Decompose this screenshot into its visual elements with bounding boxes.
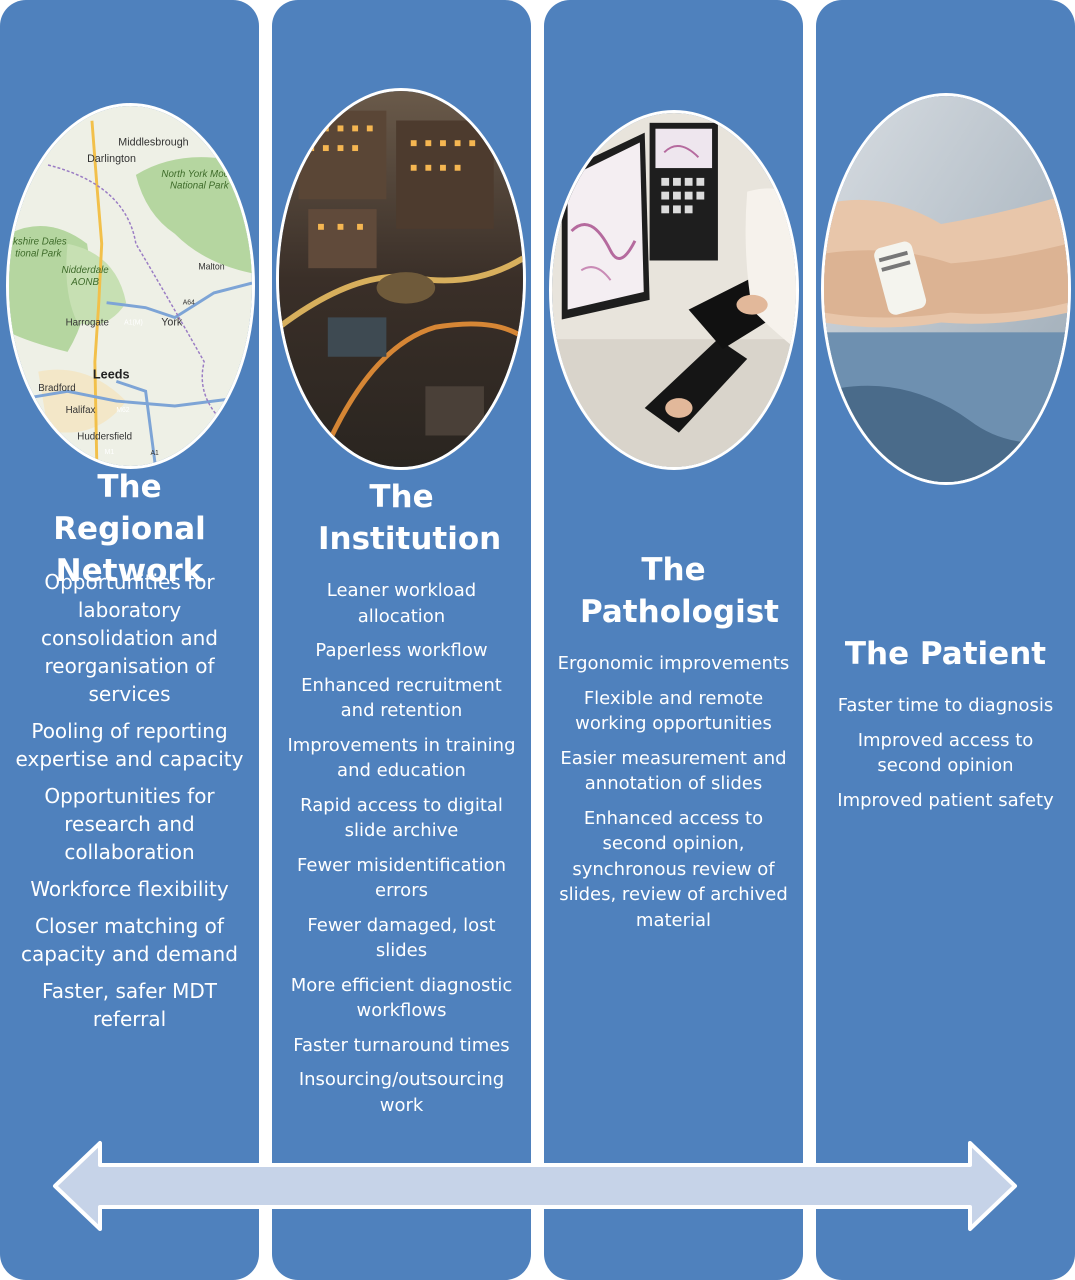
patient-wristband-image — [821, 93, 1071, 485]
benefit-item: Leaner workload allocation — [326, 580, 477, 627]
column-title: The Pathologist — [580, 552, 780, 630]
map-label-north-york-moors-box: North York Moors National Park — [161, 168, 238, 192]
benefit-item: Improvements in training and education — [287, 734, 516, 782]
benefit-item: Enhanced recruitment and retention — [301, 674, 502, 722]
benefit-item: Fewer misidentification errors — [297, 854, 506, 902]
benefit-item: Enhanced access to second opinion, synch… — [559, 807, 788, 931]
benefit-item: Easier measurement and annotation of sli… — [560, 747, 787, 795]
map-label-halifax: Halifax — [66, 405, 96, 416]
map-label-harrogate: Harrogate — [66, 317, 109, 328]
benefit-item: More efficient diagnostic workflows — [290, 974, 513, 1022]
map-label-middlesbrough: Middlesbrough — [118, 136, 188, 148]
benefit-item: Pooling of reporting expertise and capac… — [15, 719, 244, 771]
map-label-dales-box: rkshire Dales tional Park — [9, 236, 67, 260]
column-title: The Institution — [318, 479, 502, 557]
institution-city-image — [276, 88, 526, 470]
map-label-north-york-moors: North York Moors National Park — [161, 168, 238, 192]
map-label-a1: A1 — [151, 450, 160, 457]
benefit-item: Faster turnaround times — [293, 1034, 510, 1056]
regional-map-image: Middlesbrough Darlington North York Moor… — [6, 103, 255, 469]
map-label-darlington: Darlington — [87, 153, 136, 165]
benefit-item: Opportunities for research and collabora… — [44, 784, 215, 864]
benefit-list: Opportunities for laboratory consolidati… — [12, 568, 247, 1042]
workstation-illustration — [552, 113, 796, 467]
benefit-item: Workforce flexibility — [30, 877, 229, 901]
map-label-leeds: Leeds — [93, 366, 130, 381]
wristband-illustration — [824, 96, 1068, 482]
map-label-m62: M62 — [116, 407, 129, 414]
map-label-a64: A64 — [183, 300, 195, 307]
benefit-item: Ergonomic improvements — [557, 653, 790, 674]
column-title: The Regional Network — [53, 469, 206, 589]
column-title: The Patient — [844, 636, 1047, 672]
column-regional-network: Middlesbrough Darlington North York Moor… — [0, 0, 259, 1280]
benefit-item: Rapid access to digital slide archive — [300, 794, 503, 842]
benefit-list: Ergonomic improvements Flexible and remo… — [556, 651, 791, 942]
benefit-item: Closer matching of capacity and demand — [21, 914, 238, 966]
benefit-item: Insourcing/outsourcing work — [298, 1069, 505, 1116]
column-institution: The Institution Leaner workload allocati… — [272, 0, 531, 1280]
map-label-a1m: A1(M) — [124, 319, 143, 326]
map-label-bradford: Bradford — [38, 383, 75, 394]
benefit-item: Improved patient safety — [837, 789, 1054, 811]
benefit-list: Faster time to diagnosis Improved access… — [828, 693, 1063, 822]
column-pathologist: The Pathologist Ergonomic improvements F… — [544, 0, 803, 1280]
benefit-item: Faster time to diagnosis — [837, 695, 1054, 716]
map-label-malton: Malton — [198, 261, 224, 271]
map-label-dales: rkshire Dales tional Park — [9, 236, 67, 260]
map-label-york: York — [161, 316, 183, 328]
map-label-huddersfield: Huddersfield — [77, 431, 132, 442]
benefit-item: Flexible and remote working opportunitie… — [575, 687, 772, 735]
benefit-item: Improved access to second opinion — [857, 729, 1034, 777]
benefit-item: Opportunities for laboratory consolidati… — [41, 570, 218, 706]
pathologist-workstation-image — [549, 110, 799, 470]
map-label-nidderdale-box: Nidderdale AONB — [61, 265, 109, 288]
city-illustration — [279, 91, 523, 467]
benefit-item: Paperless workflow — [315, 640, 488, 661]
map-illustration: Middlesbrough Darlington North York Moor… — [9, 106, 252, 466]
column-patient: The Patient Faster time to diagnosis Imp… — [816, 0, 1075, 1280]
map-label-m1: M1 — [105, 449, 115, 456]
benefit-list: Leaner workload allocation Paperless wor… — [284, 578, 519, 1127]
benefit-item: Fewer damaged, lost slides — [307, 914, 496, 962]
benefit-item: Faster, safer MDT referral — [42, 979, 217, 1031]
map-label-nidderdale: Nidderdale AONB — [61, 265, 109, 288]
